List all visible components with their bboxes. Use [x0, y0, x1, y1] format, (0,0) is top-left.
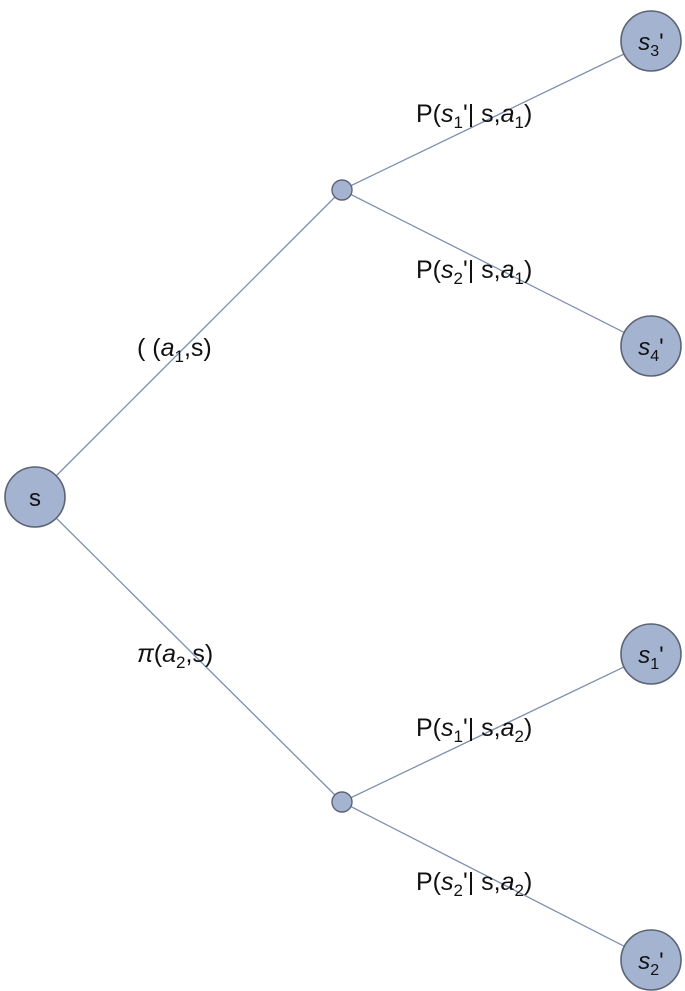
p-s2-a2-mid: '| s, [463, 868, 501, 896]
leaf-s3-prime: ' [659, 29, 664, 56]
leaf-label-s4: s4' [638, 334, 664, 365]
pi-a1-tail: ,s) [184, 334, 212, 362]
leaf-label-s1: s1' [638, 642, 664, 673]
p-s1-a1-asub: 1 [515, 113, 524, 132]
pi-a1-open: ( [137, 334, 146, 362]
p-s2-a2-ssub: 2 [454, 881, 463, 900]
action-node-a1 [331, 179, 353, 201]
root-state-node [4, 466, 66, 528]
action-node-a2 [331, 791, 353, 813]
leaf-s1-prime: ' [659, 642, 664, 669]
edge-label-p-s2-a2: P(s2'| s,a2) [416, 868, 532, 900]
p-s1-a2-P: P( [416, 714, 442, 742]
leaf-s3-base: s [638, 29, 650, 56]
pi-a2-a: a [162, 640, 176, 668]
p-s2-a1-P: P( [416, 256, 442, 284]
edge-label-p-s1-a1: P(s1'| s,a1) [416, 100, 532, 132]
p-s2-a1-ssub: 2 [454, 269, 463, 288]
p-s1-a2-mid: '| s, [463, 714, 501, 742]
p-s1-a2-ssub: 1 [454, 727, 463, 746]
edge-label-pi-a2: π(a2,s) [137, 640, 213, 672]
leaf-s1-base: s [638, 642, 650, 669]
p-s2-a1-close: ) [524, 256, 532, 284]
leaf-s1-sub: 1 [650, 656, 659, 673]
leaf-s2-base: s [638, 948, 650, 975]
p-s1-a2-a: a [501, 714, 515, 742]
p-s1-a1-a: a [501, 100, 515, 128]
leaf-node-s3 [620, 10, 682, 72]
p-s2-a2-s: s [441, 868, 454, 896]
pi-a2-sub: 2 [176, 653, 185, 672]
edge-action1-to-s4 [341, 189, 652, 347]
p-s1-a1-ssub: 1 [454, 113, 463, 132]
leaf-node-s4 [620, 315, 682, 377]
pi-a1-a: a [161, 334, 175, 362]
edge-root-to-action1 [34, 189, 343, 498]
leaf-label-s3: s3' [638, 29, 664, 60]
p-s1-a1-s: s [441, 100, 454, 128]
p-s1-a2-s: s [441, 714, 454, 742]
p-s2-a2-asub: 2 [515, 881, 524, 900]
edge-label-p-s1-a2: P(s1'| s,a2) [416, 714, 532, 746]
leaf-s4-sub: 4 [650, 348, 659, 365]
root-state-label: s [29, 485, 41, 512]
leaf-s2-sub: 2 [650, 962, 659, 979]
leaf-node-s1 [620, 623, 682, 685]
edge-action2-to-s2 [341, 801, 652, 961]
pi-a1-paren: ( [145, 334, 161, 362]
edge-label-p-s2-a1: P(s2'| s,a1) [416, 256, 532, 288]
leaf-s4-base: s [638, 334, 650, 361]
p-s1-a1-P: P( [416, 100, 442, 128]
p-s2-a2-P: P( [416, 868, 442, 896]
edge-action1-to-s3 [341, 40, 652, 191]
p-s2-a1-asub: 1 [515, 269, 524, 288]
edge-root-to-action2 [34, 496, 343, 803]
pi-a2-pi: π [137, 640, 155, 668]
p-s2-a1-mid: '| s, [463, 256, 501, 284]
pi-a2-tail: ,s) [185, 640, 213, 668]
p-s2-a1-a: a [501, 256, 515, 284]
edge-action2-to-s1 [341, 653, 652, 803]
leaf-s2-prime: ' [659, 948, 664, 975]
leaf-label-s2: s2' [638, 948, 664, 979]
pi-a2-paren: ( [154, 640, 163, 668]
p-s1-a1-mid: '| s, [463, 100, 501, 128]
p-s1-a2-close: ) [524, 714, 532, 742]
p-s2-a2-a: a [501, 868, 515, 896]
p-s2-a1-s: s [441, 256, 454, 284]
leaf-node-s2 [620, 929, 682, 991]
leaf-s3-sub: 3 [650, 43, 659, 60]
p-s2-a2-close: ) [524, 868, 532, 896]
p-s1-a2-asub: 2 [515, 727, 524, 746]
leaf-s4-prime: ' [659, 334, 664, 361]
edge-label-pi-a1: ( (a1,s) [137, 334, 212, 366]
p-s1-a1-close: ) [524, 100, 532, 128]
pi-a1-sub: 1 [175, 347, 184, 366]
